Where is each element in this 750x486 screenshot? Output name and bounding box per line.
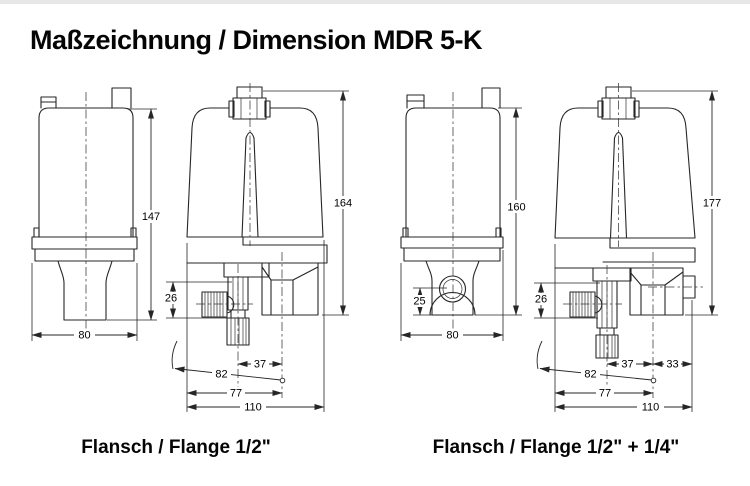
label-bg xyxy=(442,329,463,341)
dim-label-25: 25 xyxy=(413,296,425,308)
flange-plate xyxy=(31,227,138,262)
dim-label-110: 110 xyxy=(642,402,660,414)
cable-gland-body xyxy=(228,97,271,120)
side-view-flange-quarter: 177 26 37 33 82 77 110 xyxy=(532,83,726,414)
gland-inner-lines xyxy=(240,98,258,119)
dim-label-147: 147 xyxy=(142,211,160,223)
dim-label-37: 37 xyxy=(254,359,266,371)
label-bg xyxy=(212,368,231,380)
extension-lines xyxy=(534,90,718,412)
label-bg xyxy=(637,401,664,413)
dim-label-82: 82 xyxy=(584,369,596,381)
dim-label-160: 160 xyxy=(507,202,525,214)
front-view-flange-quarter: 25 80 160 xyxy=(400,87,530,342)
caption-flange-half: Flansch / Flange 1/2" xyxy=(81,437,271,458)
dim-label-26: 26 xyxy=(165,293,177,305)
label-bg xyxy=(410,295,429,307)
extension-lines xyxy=(31,108,157,341)
label-bg xyxy=(162,292,180,304)
thread-and-knurl-hatch xyxy=(204,277,247,345)
side-port-outer-circle xyxy=(438,275,467,303)
dim-label-37: 37 xyxy=(621,359,633,371)
body-outline xyxy=(405,107,501,238)
scan-artifact xyxy=(0,0,750,4)
dim-label-177: 177 xyxy=(703,198,721,210)
label-bg xyxy=(503,200,530,213)
label-bg xyxy=(698,196,726,209)
label-bg xyxy=(251,358,269,370)
cable-gland xyxy=(236,86,263,99)
page-title: Maßzeichnung / Dimension MDR 5-K xyxy=(30,25,483,55)
label-bg xyxy=(532,293,550,305)
dim-label-77: 77 xyxy=(230,388,242,400)
side-port-inner-circle xyxy=(442,279,463,299)
label-bg xyxy=(664,358,681,370)
dim-label-164: 164 xyxy=(334,198,352,210)
lever-swing-arc xyxy=(171,340,178,370)
label-bg xyxy=(139,210,163,223)
label-bg xyxy=(596,387,614,399)
top-terminals xyxy=(406,87,501,109)
label-bg xyxy=(227,387,245,399)
flange-and-valve-block xyxy=(186,236,328,346)
dim-label-26: 26 xyxy=(535,294,547,306)
front-view-flange-half: 147 80 xyxy=(31,87,163,342)
dim-label-80: 80 xyxy=(446,330,458,342)
port-arch xyxy=(429,291,476,316)
base-stem xyxy=(425,260,480,316)
dim-label-82: 82 xyxy=(215,369,227,381)
caption-flange-half-quarter: Flansch / Flange 1/2" + 1/4" xyxy=(432,437,680,458)
lever-pivot-point xyxy=(650,377,657,384)
label-bg xyxy=(329,196,357,209)
gland-inner-lines xyxy=(609,98,627,119)
extension-lines xyxy=(166,90,349,412)
label-bg xyxy=(240,401,266,413)
label-bg xyxy=(619,358,636,370)
body-outline xyxy=(38,107,134,238)
label-bg xyxy=(74,329,95,341)
dim-label-77: 77 xyxy=(599,388,611,400)
lever-swing-arc xyxy=(536,340,543,370)
top-terminals xyxy=(40,87,132,109)
dim-label-80: 80 xyxy=(78,330,90,342)
base-stem xyxy=(57,260,113,321)
dim-label-110: 110 xyxy=(244,402,262,414)
side-view-flange-half: 164 26 37 82 77 110 xyxy=(162,83,357,414)
dim-label-33: 33 xyxy=(666,359,678,371)
lever-pivot-point xyxy=(279,377,286,384)
body-outline xyxy=(554,107,696,239)
flange-plate xyxy=(400,227,504,262)
label-bg xyxy=(581,368,600,380)
